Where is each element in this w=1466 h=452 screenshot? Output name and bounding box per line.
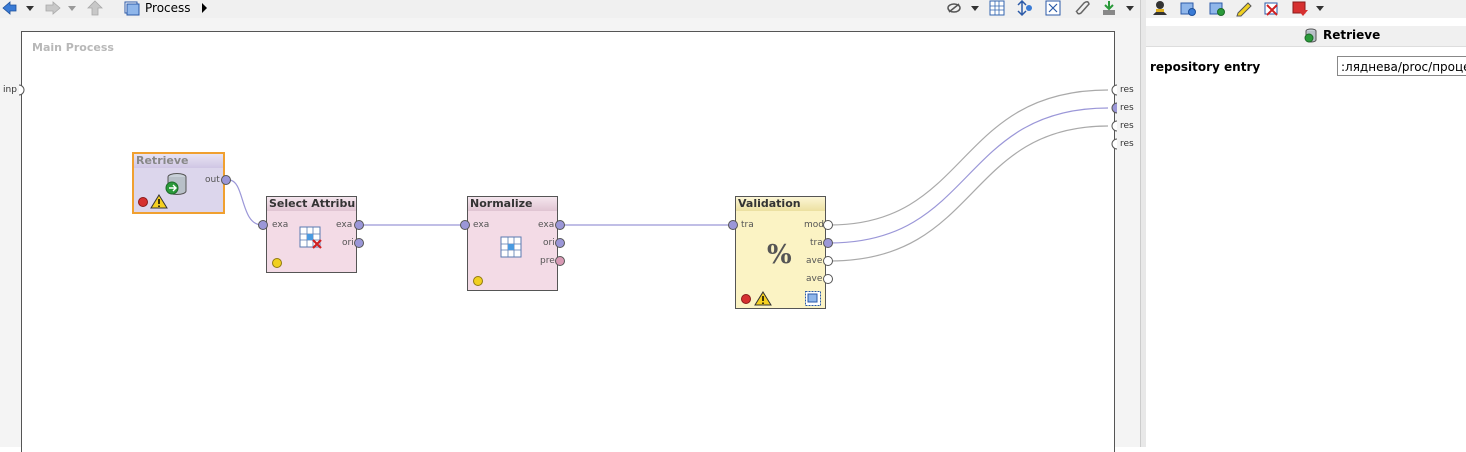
result-port[interactable] [1111,102,1118,114]
process-toolbar [0,0,1140,18]
port-label: tra [810,238,823,248]
port-label: tra [741,220,754,230]
port-label: exa [473,220,490,230]
operator-toolbar [1146,0,1466,18]
operator-title: Retrieve [134,154,223,168]
operator-toolbar-icons [1153,1,1324,17]
port-label: exa [336,220,353,230]
connection-training-res[interactable] [829,107,1109,244]
warning-icon[interactable] [150,194,168,209]
port-label: mod [804,220,824,230]
repository-entry-input[interactable]: :ляднева/proc/процесс [1337,56,1466,76]
forward-arrow-icon[interactable] [45,1,61,15]
warning-icon[interactable] [754,291,772,306]
dropdown-icon[interactable] [26,6,34,11]
parameters-title: Retrieve [1323,28,1381,42]
result-port[interactable] [1111,84,1118,96]
port-label: exa [272,220,289,230]
check-icon[interactable] [1209,2,1225,16]
result-ports [1111,84,1118,150]
select-input-port[interactable] [258,220,268,230]
result-port-label: res [1120,85,1134,95]
validation-model-port[interactable] [823,220,833,230]
operator-title: Select Attribu... [267,197,356,211]
error-indicator-icon [741,294,751,304]
status-indicator-icon [272,258,282,268]
connect-icon[interactable] [947,3,961,13]
fit-icon[interactable] [1045,0,1061,16]
port-label: ave [806,256,823,266]
dropdown-icon[interactable] [1126,6,1134,11]
breadcrumb-arrow-icon[interactable] [202,3,207,13]
arrange-icon[interactable] [1017,0,1032,17]
normalize-output-port[interactable] [555,220,565,230]
select-attributes-icon [299,226,322,249]
validation-training-port[interactable] [823,238,833,248]
port-label: exa [538,220,555,230]
process-area[interactable] [21,31,1115,452]
port-label: pre [540,256,555,266]
result-port-label: res [1120,103,1134,113]
breakpoint-icon[interactable] [1292,1,1308,16]
breadcrumb-process[interactable]: Process [145,1,191,15]
validation-average-port[interactable] [823,274,833,284]
edit-icon[interactable] [1236,2,1252,17]
attach-icon[interactable] [1075,0,1090,15]
connections [228,89,1109,262]
canvas-title: Main Process [32,41,114,54]
up-arrow-icon[interactable] [87,0,103,16]
connection-retrieve-select[interactable] [228,179,263,226]
operator-title: Normalize [468,197,557,211]
back-arrow-icon[interactable] [2,1,17,15]
process-icon[interactable] [124,1,140,16]
input-port-label: inp [3,85,17,95]
toolbar-icons [2,0,1134,17]
retrieve-output-port[interactable] [221,175,231,185]
operator-icon[interactable] [1153,1,1167,15]
status-indicator-icon [473,276,483,286]
operator-title: Validation [736,197,825,211]
input-port[interactable] [18,84,28,96]
result-port[interactable] [1111,120,1118,132]
error-indicator-icon [138,197,148,207]
subprocess-icon[interactable] [805,291,821,306]
dropdown-icon[interactable] [971,6,979,11]
normalize-original-port[interactable] [555,238,565,248]
export-icon[interactable] [1103,1,1115,15]
port-label: out [205,175,220,185]
validation-percent-icon: % [767,240,792,270]
dropdown-icon[interactable] [1316,6,1324,11]
port-label: ori [543,238,555,248]
connection-average-res[interactable] [829,125,1109,262]
validation-input-port[interactable] [728,220,738,230]
normalize-input-port[interactable] [460,220,470,230]
normalize-preprocessing-port[interactable] [555,256,565,266]
grid-icon[interactable] [989,0,1005,16]
select-original-port[interactable] [354,238,364,248]
result-port-label: res [1120,139,1134,149]
normalize-icon [500,236,522,258]
result-port-label: res [1120,121,1134,131]
retrieve-operator-icon [1304,28,1317,43]
operator-validation[interactable]: Validation [735,196,826,309]
validation-average-port[interactable] [823,256,833,266]
connection-model-res[interactable] [829,89,1109,226]
parameters-panel [1146,18,1466,447]
add-icon[interactable] [1180,2,1196,16]
port-label: ori [342,238,354,248]
retrieve-database-icon [165,173,187,195]
delete-icon[interactable] [1264,2,1278,16]
select-output-port[interactable] [354,220,364,230]
port-label: ave [806,274,823,284]
dropdown-icon[interactable] [68,6,76,11]
repository-entry-label: repository entry [1150,60,1261,74]
result-port[interactable] [1111,138,1118,150]
